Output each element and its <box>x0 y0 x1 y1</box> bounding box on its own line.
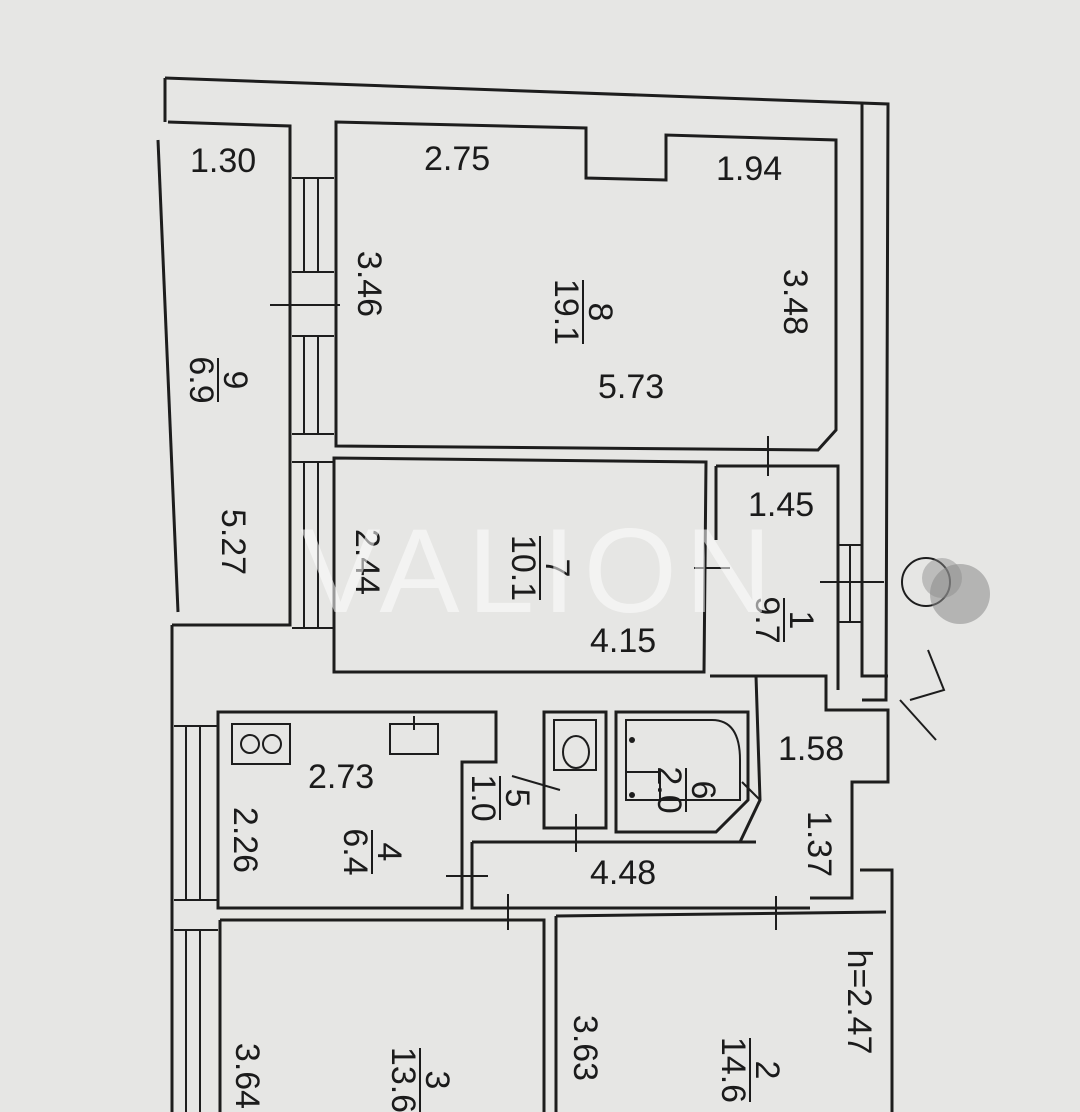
room-area: 2.0 <box>650 766 688 813</box>
dimension-label: 1.37 <box>800 811 838 877</box>
watermark: VALION <box>300 504 779 638</box>
dimension-label: 2.26 <box>226 807 264 873</box>
dimension-label: 3.63 <box>566 1015 604 1081</box>
bathtub-icon <box>625 719 741 801</box>
room-9-label: 9 6.9 <box>182 356 254 403</box>
door-marks <box>270 304 946 930</box>
washbasin-icon <box>625 771 661 801</box>
gas-stove-icon <box>231 723 291 765</box>
dimension-label: 2.75 <box>424 140 490 178</box>
dimension-label: 1.94 <box>716 150 782 188</box>
dimension-label: 1.45 <box>748 486 814 524</box>
dimension-label: 4.48 <box>590 854 656 892</box>
room-number: 9 <box>216 371 254 390</box>
dimension-label: 1.58 <box>778 730 844 768</box>
room-number: 1 <box>782 611 820 630</box>
dimension-labels: 1.30 2.75 1.94 5.73 4.15 1.45 1.58 2.73 … <box>190 140 878 1109</box>
room-labels: 9 6.9 8 19.1 7 10.1 1 9.7 4 6.4 5 1.0 <box>182 279 820 1112</box>
burner-icon <box>262 734 282 754</box>
fixtures <box>231 716 741 801</box>
room-area: 13.6 <box>384 1047 422 1112</box>
compass-icon <box>901 557 990 624</box>
room-number: 7 <box>538 559 576 578</box>
dimension-label: 3.64 <box>228 1043 266 1109</box>
dimension-label: 4.15 <box>590 622 656 660</box>
room-area: 9.7 <box>748 596 786 643</box>
toilet-icon <box>553 719 597 771</box>
tap-icon <box>629 792 635 798</box>
room-number: 4 <box>370 843 408 862</box>
room-number: 5 <box>498 789 536 808</box>
room-6-label: 6 2.0 <box>650 766 722 813</box>
room-1-label: 1 9.7 <box>748 596 820 643</box>
dimension-label: 5.73 <box>598 368 664 406</box>
room-area: 6.4 <box>336 828 374 875</box>
room-number: 6 <box>684 781 722 800</box>
room-number: 3 <box>418 1071 456 1090</box>
windows <box>174 177 862 1112</box>
room-3-label: 3 13.6 <box>384 1047 456 1112</box>
room-area: 1.0 <box>464 774 502 821</box>
tap-icon <box>629 737 635 743</box>
room-5-label: 5 1.0 <box>464 774 536 821</box>
dimension-label: 3.46 <box>350 251 388 317</box>
room-area: 14.6 <box>714 1037 752 1103</box>
dimension-label: 5.27 <box>214 509 252 575</box>
room-2-label: 2 14.6 <box>714 1037 786 1103</box>
toilet-door-line <box>511 775 561 791</box>
ceiling-height-label: h=2.47 <box>840 950 878 1055</box>
dimension-label: 2.44 <box>348 529 386 595</box>
room-4-label: 4 6.4 <box>336 828 408 875</box>
room-number: 2 <box>748 1061 786 1080</box>
dimension-label: 2.73 <box>308 758 374 796</box>
room-number: 8 <box>581 303 619 322</box>
room-7-label: 7 10.1 <box>504 535 576 601</box>
room-8-label: 8 19.1 <box>547 279 619 345</box>
toilet-bowl-icon <box>562 735 590 769</box>
room-area: 19.1 <box>547 279 585 345</box>
burner-icon <box>240 734 260 754</box>
dimension-label: 3.48 <box>776 269 814 335</box>
dimension-label: 1.30 <box>190 142 256 180</box>
room-area: 10.1 <box>504 535 542 601</box>
room-area: 6.9 <box>182 356 220 403</box>
